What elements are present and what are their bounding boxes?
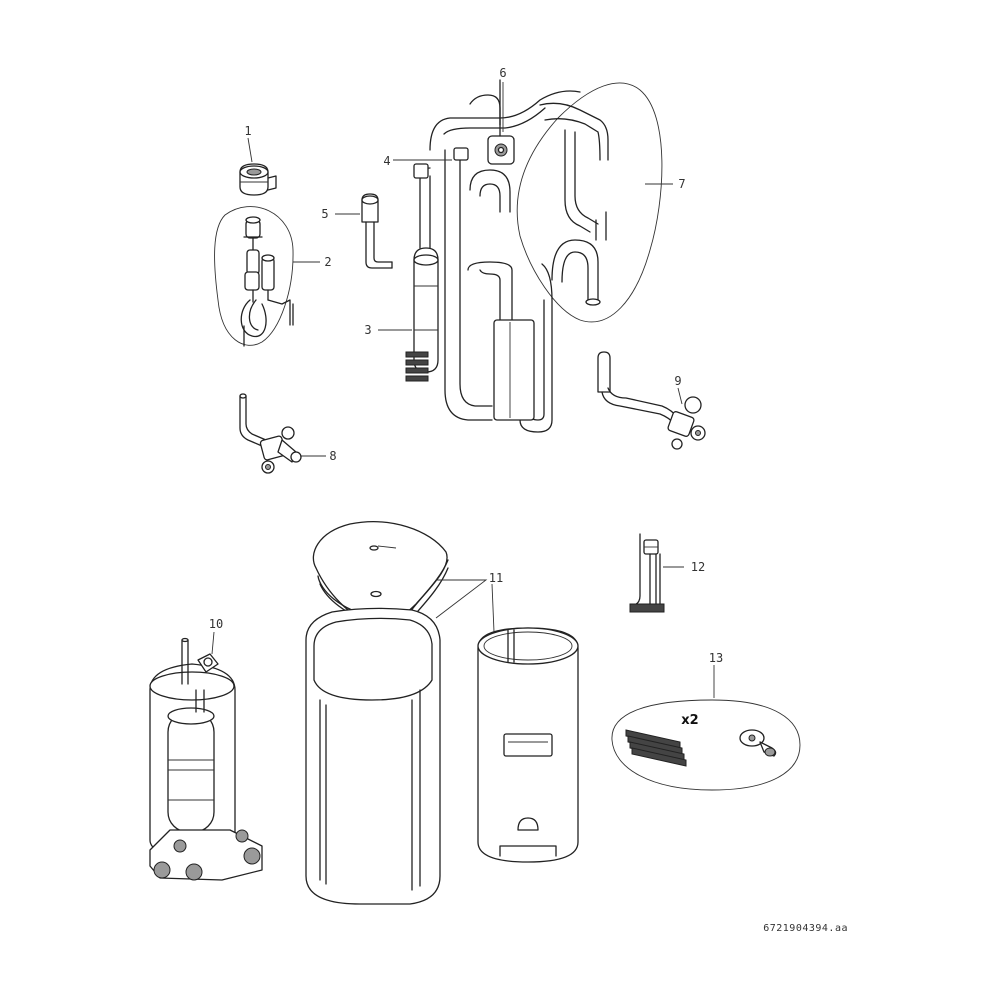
callout-13: 13 xyxy=(709,651,723,665)
callout-5: 5 xyxy=(321,207,328,221)
leader-11a xyxy=(377,545,397,549)
callout-1: 1 xyxy=(244,124,251,138)
part-9-service-valve xyxy=(597,351,706,450)
part-1-sensor-clip xyxy=(239,163,277,196)
callout-6: 6 xyxy=(499,66,506,80)
callout-3: 3 xyxy=(364,323,371,337)
callout-11: 11 xyxy=(489,571,503,585)
leader-11c xyxy=(491,583,495,633)
callout-4: 4 xyxy=(383,154,390,168)
quantity-label: x2 xyxy=(681,713,698,728)
part-2-expansion-valve xyxy=(214,206,294,347)
part-11-acoustic-jacket-lid xyxy=(312,521,449,623)
part-10-compressor xyxy=(149,637,263,881)
callout-8: 8 xyxy=(329,449,336,463)
part-13-grommet xyxy=(739,729,777,757)
part-13-accessory-kit xyxy=(611,699,801,791)
drawing-code: 6721904394.aa xyxy=(763,923,848,934)
part-3-receiver xyxy=(405,163,439,382)
part-13-pad-stack xyxy=(625,729,687,767)
part-11-acoustic-jacket-body xyxy=(305,607,441,905)
part-12-cable-connector xyxy=(629,533,665,613)
part-4-6-7-pipework-assembly xyxy=(429,79,663,433)
callout-12: 12 xyxy=(691,560,705,574)
part-5-capped-tube xyxy=(361,193,393,269)
leader-1 xyxy=(247,137,253,163)
callout-7: 7 xyxy=(678,177,685,191)
leader-11b xyxy=(435,579,488,619)
part-11-acoustic-jacket-sleeve xyxy=(477,627,579,863)
callout-9: 9 xyxy=(674,374,681,388)
leader-10 xyxy=(211,631,215,655)
callout-2: 2 xyxy=(324,255,331,269)
callout-10: 10 xyxy=(209,617,223,631)
part-8-service-valve xyxy=(239,393,302,474)
leader-9 xyxy=(677,387,683,405)
